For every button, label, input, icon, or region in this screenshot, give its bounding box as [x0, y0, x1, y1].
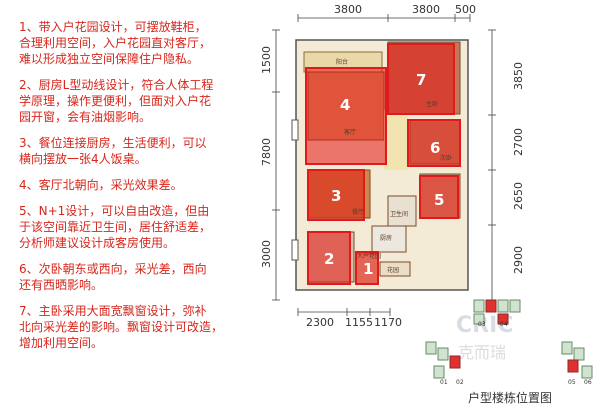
highlight-5: [419, 175, 459, 219]
label-garden: 花园: [387, 266, 399, 274]
location-map: CRIC 克而瑞 01 02 03 04 05 06: [425, 299, 593, 386]
room-number-2: 2: [324, 250, 334, 268]
highlight-4: [305, 67, 387, 165]
dim-left-3: 3000: [260, 240, 273, 268]
building-cluster-left: [425, 341, 461, 379]
dim-top-1: 3800: [334, 3, 362, 16]
room-kitchen: [371, 225, 407, 253]
notes-panel: 1、带入户花园设计，可摆放鞋柜， 合理利用空间，入户花园直对客厅， 难以形成独立…: [19, 19, 264, 361]
highlight-1: [355, 251, 379, 285]
building-label-03: 03: [478, 321, 486, 328]
room-number-3: 3: [331, 187, 341, 205]
note-2: 2、厨房L型动线设计，符合人体工程 学原理，操作更便利，但面对入户花 园开窗，会…: [19, 78, 214, 124]
dim-right-3: 2650: [512, 182, 525, 210]
dim-bottom-3: 1170: [374, 316, 402, 329]
dim-right-1: 3850: [512, 62, 525, 90]
room-number-6: 6: [430, 139, 440, 157]
dim-right-4: 2900: [512, 246, 525, 274]
note-7: 7、主卧采用大面宽飘窗设计，弥补 北向采光差的影响。飘窗设计可改造， 增加利用空…: [19, 304, 224, 350]
label-balcony: 阳台: [336, 58, 348, 66]
dim-top-2: 3800: [412, 3, 440, 16]
label-entry: 入户花园: [357, 252, 381, 260]
room-number-4: 4: [340, 96, 350, 114]
label-master: 主卧: [426, 100, 438, 108]
label-dining: 餐厅: [352, 208, 364, 216]
room-bath: [387, 195, 417, 227]
location-title: 户型楼栋位置图: [468, 391, 553, 405]
note-5: 5、N+1设计，可以自由改造，但由 于该空间靠近卫生间，居住舒适差， 分析师建议…: [19, 204, 212, 250]
note-4: 4、客厅北朝向，采光效果差。: [19, 178, 183, 192]
room-number-5: 5: [434, 191, 444, 209]
dim-left-1: 1500: [260, 46, 273, 74]
dim-bottom-2: 1155: [345, 316, 373, 329]
room-number-1: 1: [363, 260, 373, 278]
building-label-06: 06: [584, 379, 592, 386]
note-1: 1、带入户花园设计，可摆放鞋柜， 合理利用空间，入户花园直对客厅， 难以形成独立…: [19, 20, 212, 66]
dim-right-2: 2700: [512, 128, 525, 156]
building-label-05: 05: [568, 379, 576, 386]
building-label-04: 04: [500, 321, 508, 328]
dim-top-3: 500: [455, 3, 476, 16]
svg-text:克而瑞: 克而瑞: [458, 343, 506, 362]
building-label-01: 01: [440, 379, 448, 386]
highlight-3: [307, 169, 365, 221]
room-garden: [379, 261, 411, 277]
building-label-02: 02: [456, 379, 464, 386]
highlight-6: [407, 119, 461, 167]
building-cluster-top: [473, 299, 521, 325]
dim-bottom-1: 2300: [306, 316, 334, 329]
label-second: 次卧: [440, 154, 452, 162]
label-bath: 卫生间: [390, 210, 408, 218]
highlight-7: [387, 43, 455, 115]
label-living: 客厅: [344, 128, 356, 136]
label-kitchen: 厨房: [380, 234, 392, 242]
note-6: 6、次卧朝东或西向，采光差，西向 还有西晒影响。: [19, 262, 207, 292]
room-number-7: 7: [416, 71, 426, 89]
dim-left-2: 7800: [260, 138, 273, 166]
highlight-2: [307, 231, 351, 285]
note-3: 3、餐位连接厨房，生活便利，可以 横向摆放一张4人饭桌。: [19, 136, 207, 166]
dimension-lines: [272, 14, 496, 316]
highlight-overlays: [305, 43, 461, 285]
building-cluster-right: [561, 341, 593, 379]
